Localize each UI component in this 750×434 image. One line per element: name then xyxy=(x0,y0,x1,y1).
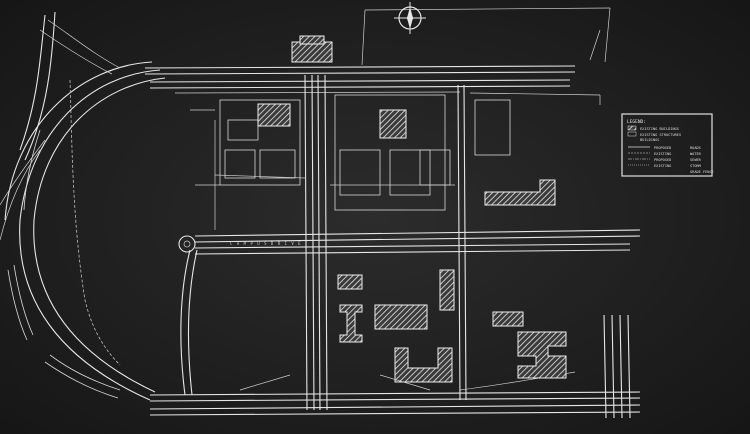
loop-road xyxy=(0,11,166,401)
legend-line-0-right: ROADS xyxy=(690,146,701,150)
road-name-label: C A M P U S D R I V E xyxy=(230,241,302,246)
legend-line-3-left: EXISTING xyxy=(654,164,671,168)
legend-line-2-left: PROPOSED xyxy=(654,158,671,162)
existing-building-s6 xyxy=(492,311,524,327)
existing-building-s5 xyxy=(394,347,453,383)
existing-buildings xyxy=(257,35,567,383)
existing-building-west xyxy=(257,103,291,127)
legend-line-0-left: PROPOSED xyxy=(654,146,671,150)
existing-building-s3 xyxy=(374,304,428,330)
legend-box xyxy=(621,113,713,177)
legend-line-2-right: SEWER xyxy=(690,158,702,162)
campus-drive: C A M P U S D R I V E xyxy=(178,229,641,255)
existing-building-s1 xyxy=(337,274,363,290)
existing-building-s4 xyxy=(439,269,455,311)
existing-building-north-wing xyxy=(299,35,325,45)
legend-title: LEGEND: xyxy=(627,119,646,125)
north-south-roads xyxy=(180,74,631,419)
annotations xyxy=(239,374,431,391)
legend-line-1-right: WATER xyxy=(690,152,702,156)
north-arrow-icon xyxy=(394,2,426,34)
existing-building-east xyxy=(484,179,556,206)
legend-line-3-right: STORM xyxy=(690,164,702,168)
legend-item-0: EXISTING BUILDINGS xyxy=(640,127,679,131)
legend-item-2: BUILDINGS xyxy=(640,138,659,142)
existing-building-center xyxy=(379,109,407,139)
legend-item-1: EXISTING STRUCTURES xyxy=(640,133,681,137)
south-road xyxy=(149,371,641,416)
legend-line-4-right: GRADE FENCE xyxy=(690,170,714,174)
legend-line-1-left: EXISTING xyxy=(654,152,671,156)
existing-building-s2 xyxy=(339,304,363,343)
existing-building-s7 xyxy=(517,331,567,379)
legend-swatch-hatched xyxy=(627,125,637,131)
legend: LEGEND: EXISTING BUILDINGS EXISTING STRU… xyxy=(621,113,714,177)
north-road xyxy=(144,7,611,105)
existing-building-north xyxy=(291,41,333,63)
survey-line xyxy=(69,79,121,366)
proposed-structures-north xyxy=(190,94,511,230)
legend-swatch-outline xyxy=(627,131,637,137)
